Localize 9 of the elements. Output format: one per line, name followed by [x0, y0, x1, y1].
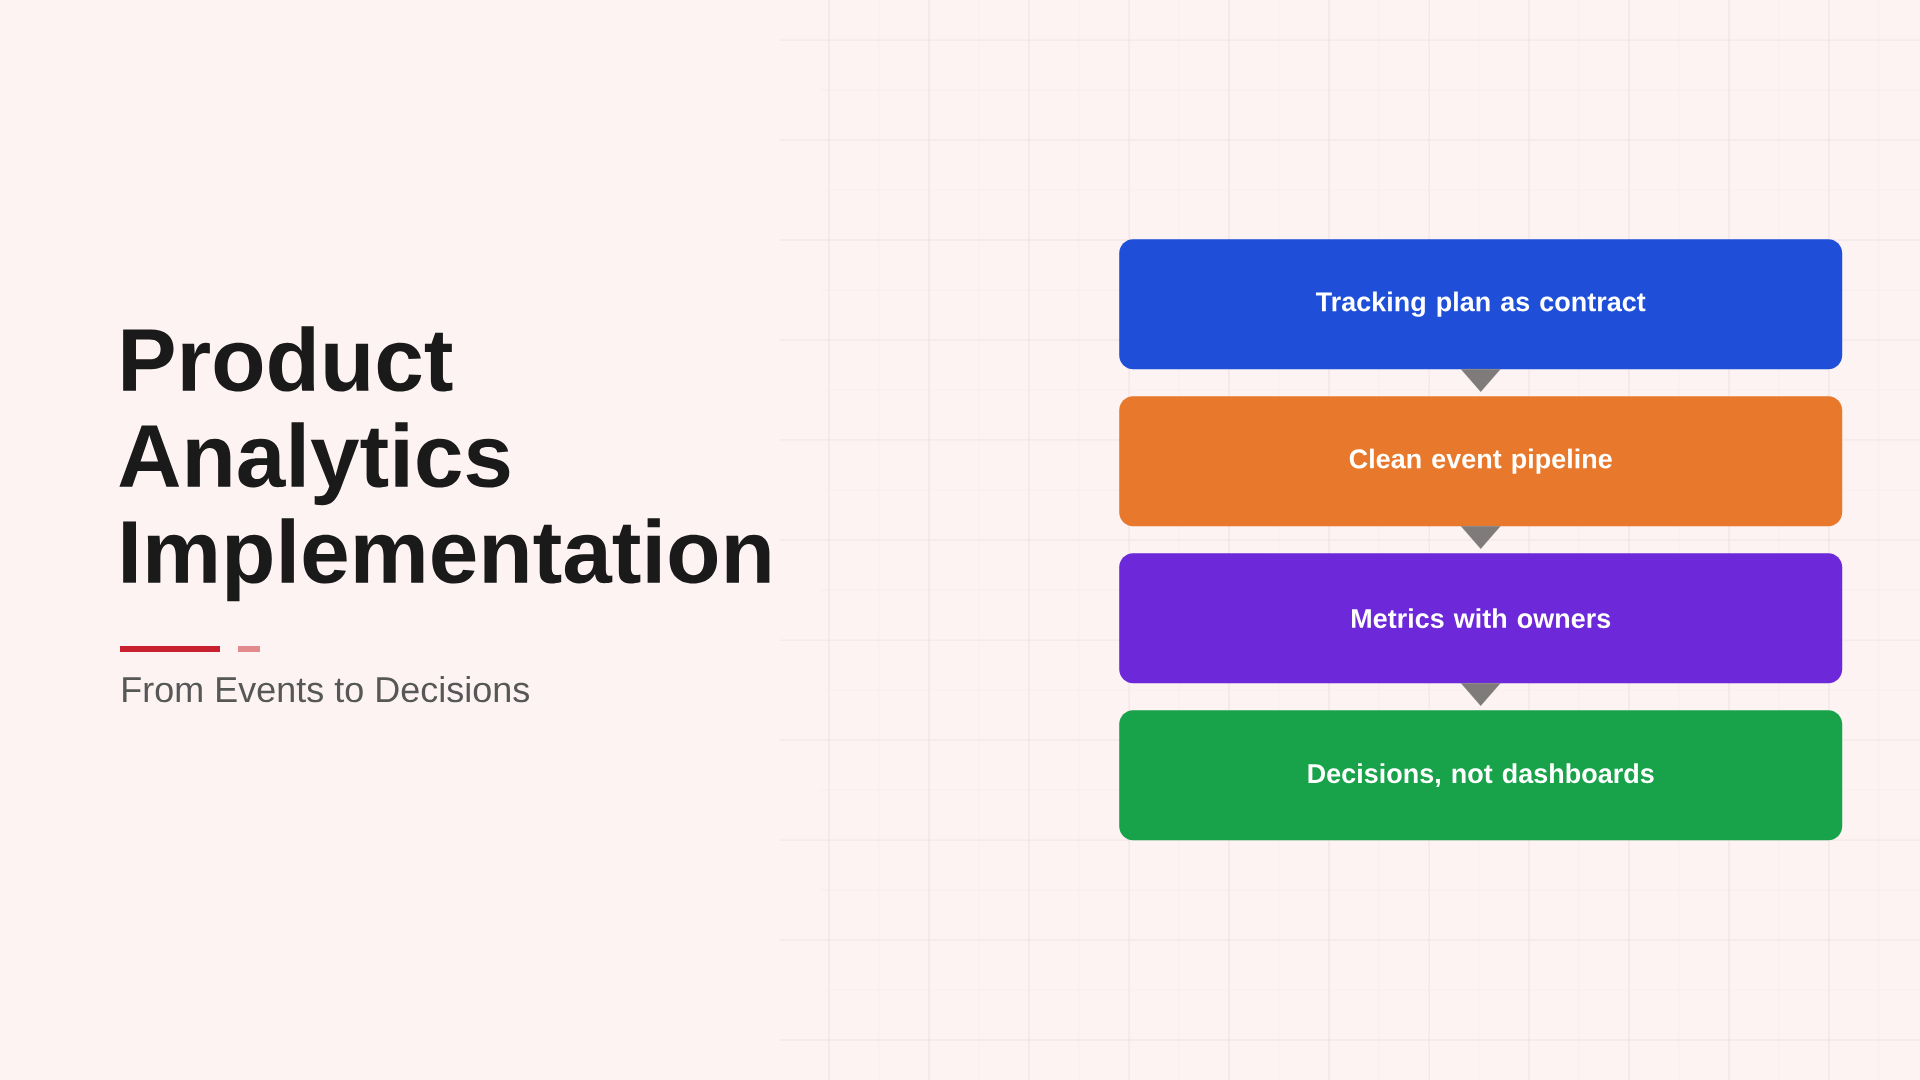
arrow [1460, 368, 1501, 392]
process-box: Decisions, not dashboards [1119, 710, 1843, 841]
process-box: Tracking plan as contract [1119, 239, 1843, 370]
process-box: Clean event pipeline [1119, 396, 1843, 527]
subtitle: From Events to Decisions [123, 675, 529, 703]
process-box: Metrics with owners [1119, 553, 1843, 684]
arrow [1460, 525, 1501, 549]
title: Product Analytics Implementation [119, 326, 770, 602]
arrow [1460, 682, 1501, 706]
